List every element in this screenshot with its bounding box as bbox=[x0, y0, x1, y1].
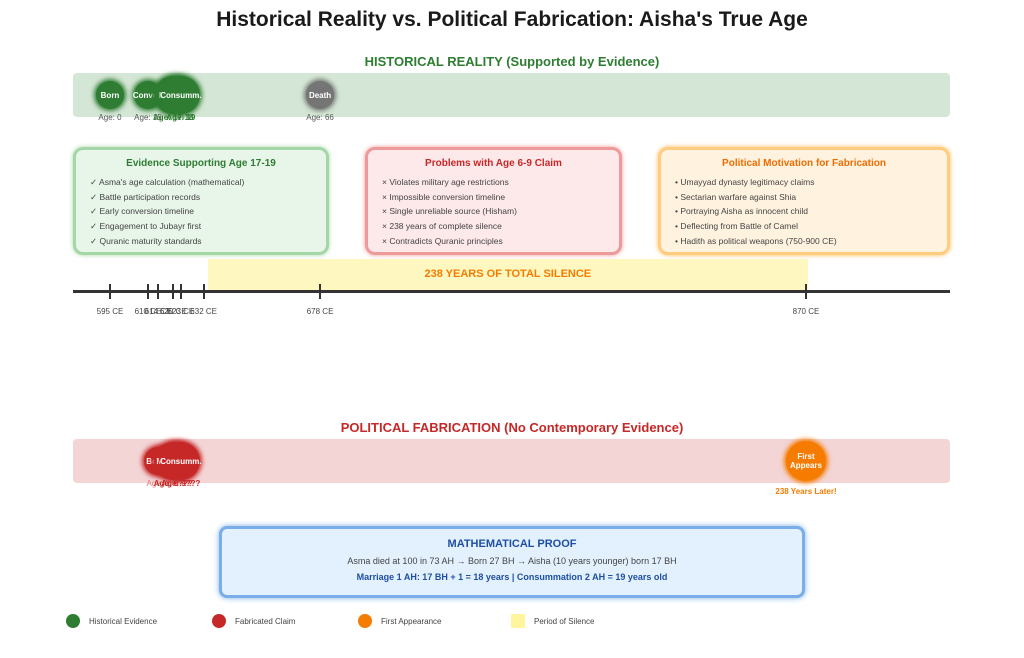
event-marker: Consumm. bbox=[160, 442, 202, 480]
yellow-square-icon bbox=[511, 614, 525, 628]
problems-list: × Violates military age restrictions × I… bbox=[382, 175, 605, 249]
orange-circle-icon bbox=[358, 614, 372, 628]
legend-silence: Period of Silence bbox=[511, 614, 594, 628]
motivation-card-title: Political Motivation for Fabrication bbox=[722, 158, 886, 169]
evidence-item: ✓ Early conversion timeline bbox=[90, 206, 194, 217]
event-marker: Born bbox=[96, 81, 124, 109]
proof-line-2: Marriage 1 AH: 17 BH + 1 = 18 years | Co… bbox=[356, 572, 668, 582]
proof-line-1: Asma died at 100 in 73 AH → Born 27 BH →… bbox=[347, 556, 677, 566]
event-age-label: Age: 0 bbox=[98, 113, 122, 122]
timeline-tick bbox=[172, 284, 175, 299]
silence-period: 238 YEARS OF TOTAL SILENCE bbox=[207, 259, 808, 290]
proof-heading: MATHEMATICAL PROOF bbox=[447, 538, 577, 550]
event-marker: Consumm. bbox=[160, 76, 202, 114]
event-age-label: Age: 0 bbox=[146, 479, 170, 488]
event-age-label: Age: 6??? bbox=[153, 479, 193, 488]
timeline-axis bbox=[73, 290, 950, 293]
motivation-item: • Portraying Aisha as innocent child bbox=[675, 206, 808, 217]
evidence-item: ✓ Quranic maturity standards bbox=[90, 235, 202, 246]
event-age-label: 238 Years Later! bbox=[775, 487, 837, 496]
problem-item: × Violates military age restrictions bbox=[382, 177, 509, 187]
timeline-tick-label: 678 CE bbox=[306, 307, 334, 316]
motivation-item: • Sectarian warfare against Shia bbox=[675, 191, 797, 202]
motivation-item: • Deflecting from Battle of Camel bbox=[675, 221, 798, 232]
fabrication-heading: POLITICAL FABRICATION (No Contemporary E… bbox=[340, 420, 684, 435]
evidence-item: ✓ Engagement to Jubayr first bbox=[90, 221, 202, 232]
evidence-card-title: Evidence Supporting Age 17-19 bbox=[126, 158, 276, 169]
timeline-tick bbox=[202, 284, 205, 299]
timeline-tick-label: 620 CE bbox=[159, 307, 187, 316]
problem-item: × Impossible conversion timeline bbox=[382, 191, 506, 202]
problem-item: × 238 years of complete silence bbox=[382, 221, 502, 232]
mathematical-proof-box: MATHEMATICAL PROOF Asma died at 100 in 7… bbox=[219, 526, 805, 598]
timeline-tick-label: 623 CE bbox=[167, 307, 195, 316]
motivation-list: • Umayyad dynasty legitimacy claims • Se… bbox=[675, 175, 933, 249]
timeline-tick-label: 614 CE bbox=[144, 307, 172, 316]
red-circle-icon bbox=[212, 614, 226, 628]
timeline-tick bbox=[146, 284, 149, 299]
event-age-label: Age: 17-18 bbox=[153, 113, 194, 122]
event-marker: Death bbox=[306, 81, 335, 109]
timeline-tick bbox=[109, 284, 111, 299]
timeline-tick-label: 595 CE bbox=[96, 307, 124, 316]
evidence-item: ✓ Battle participation records bbox=[90, 191, 201, 202]
problems-card-title: Problems with Age 6-9 Claim bbox=[425, 158, 562, 169]
legend-fabricated: Fabricated Claim bbox=[212, 614, 295, 628]
evidence-list: ✓ Asma's age calculation (mathematical) … bbox=[90, 175, 312, 249]
event-age-label: Age: 9??? bbox=[161, 479, 201, 488]
motivation-card: Political Motivation for Fabrication • U… bbox=[658, 147, 950, 255]
green-circle-icon bbox=[66, 614, 80, 628]
timeline-tick bbox=[157, 284, 160, 299]
historical-heading: HISTORICAL REALITY (Supported by Evidenc… bbox=[364, 54, 660, 69]
timeline-tick-label: 870 CE bbox=[792, 307, 820, 316]
timeline-tick bbox=[805, 284, 807, 299]
problems-card: Problems with Age 6-9 Claim × Violates m… bbox=[365, 147, 622, 255]
motivation-item: • Hadith as political weapons (750-900 C… bbox=[675, 235, 837, 246]
evidence-item: ✓ Asma's age calculation (mathematical) bbox=[90, 177, 245, 187]
timeline-tick bbox=[179, 284, 182, 299]
problem-item: × Single unreliable source (Hisham) bbox=[382, 206, 517, 217]
motivation-item: • Umayyad dynasty legitimacy claims bbox=[675, 177, 815, 187]
event-age-label: Age: 66 bbox=[306, 113, 334, 122]
historical-band bbox=[73, 73, 950, 117]
legend-historical: Historical Evidence bbox=[66, 614, 157, 628]
event-age-label: Age: 15 bbox=[134, 113, 162, 122]
timeline-tick-label: 632 CE bbox=[190, 307, 217, 316]
timeline-tick-label: 610 CE bbox=[134, 307, 162, 316]
timeline-tick bbox=[319, 284, 322, 299]
legend-first-appearance: First Appearance bbox=[358, 614, 441, 628]
evidence-card: Evidence Supporting Age 17-19 ✓ Asma's a… bbox=[73, 147, 329, 255]
problem-item: × Contradicts Quranic principles bbox=[382, 235, 503, 246]
page-title: Historical Reality vs. Political Fabrica… bbox=[216, 8, 808, 31]
event-age-label: Age: 19 bbox=[166, 113, 196, 122]
